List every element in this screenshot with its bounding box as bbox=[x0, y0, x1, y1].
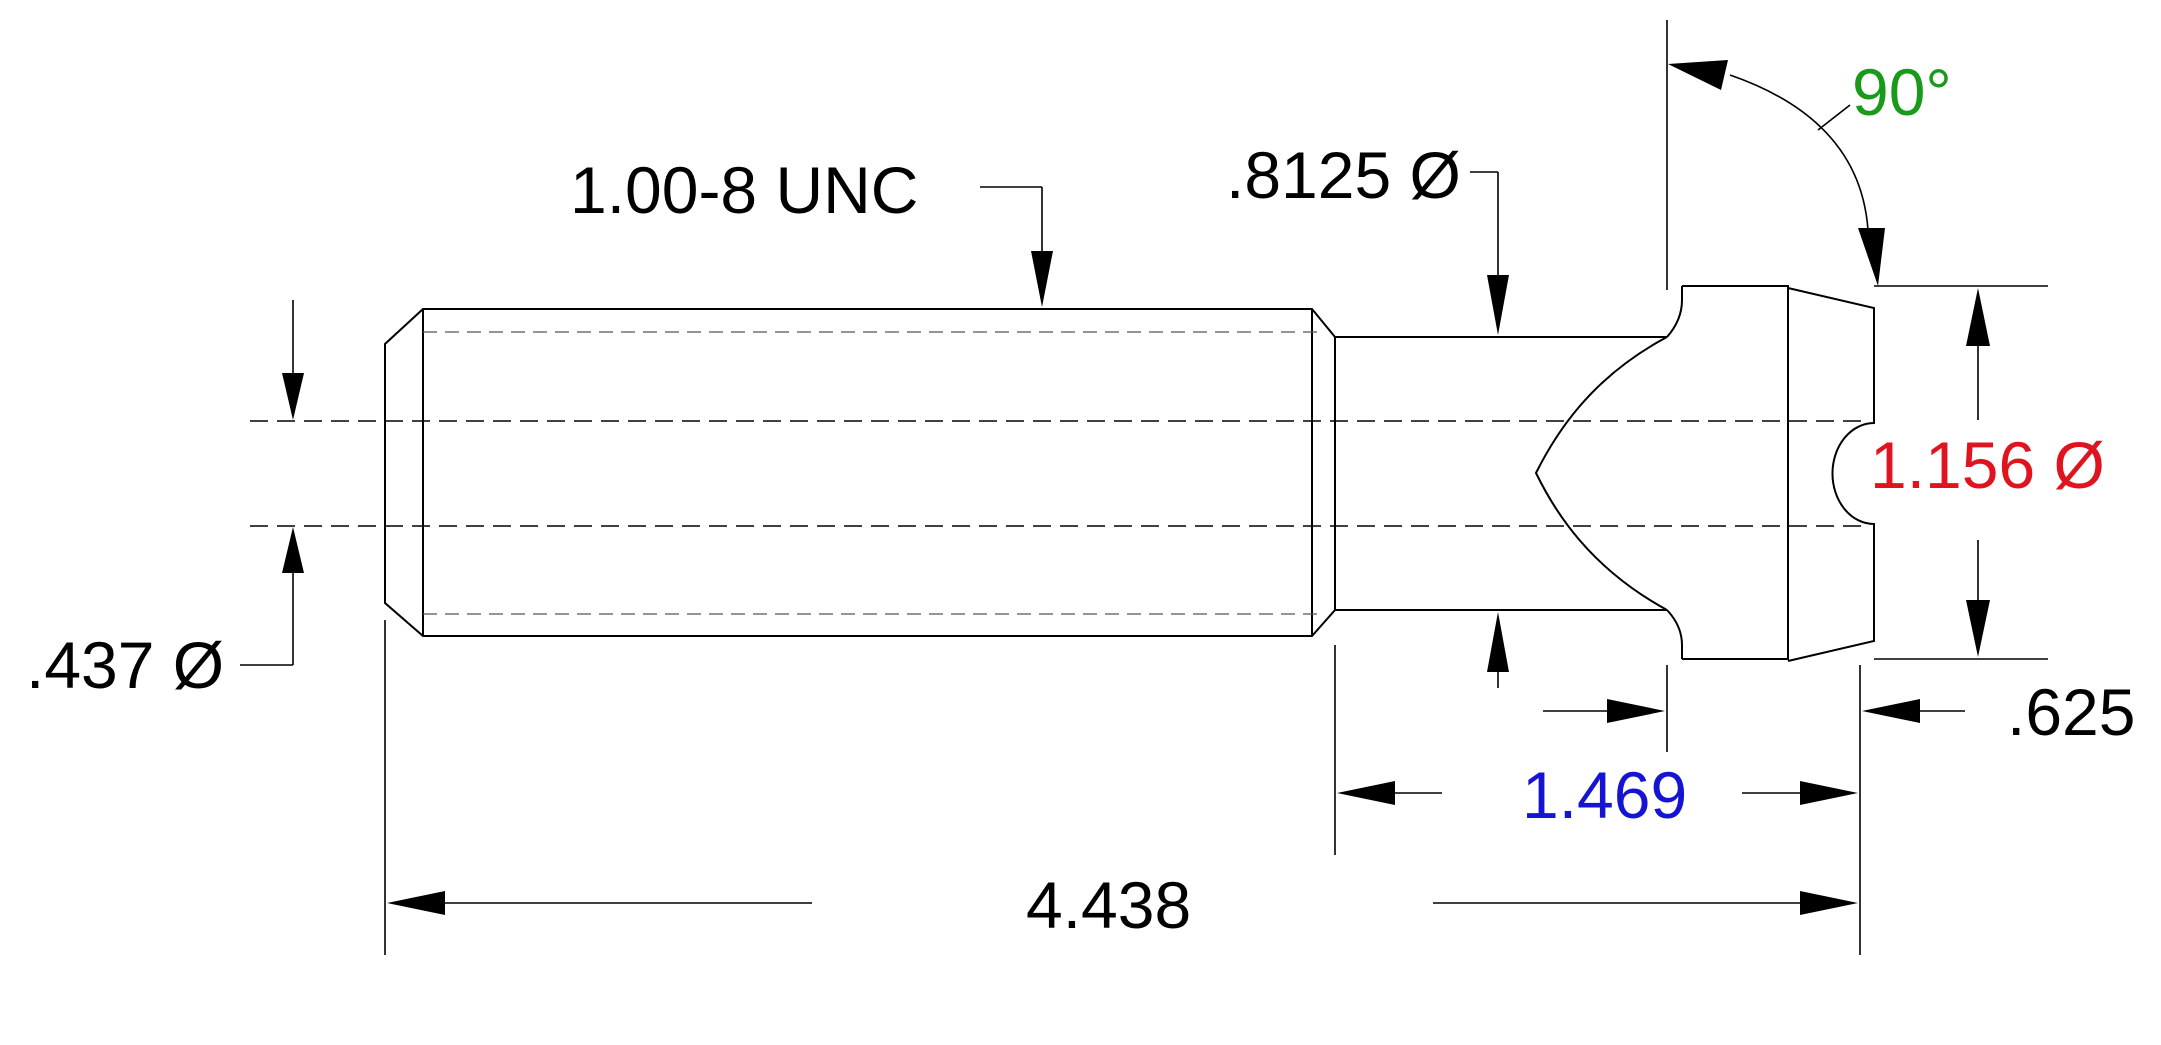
part-outline bbox=[384, 285, 1875, 662]
head-cone bbox=[1787, 287, 1875, 662]
neck-fillet-top bbox=[1666, 286, 1683, 338]
overall-arrow-right bbox=[1800, 891, 1858, 915]
threaded-shank-outline bbox=[384, 308, 1336, 637]
head-length-dimension: .625 bbox=[1543, 675, 2135, 749]
head-length-label: .625 bbox=[2007, 675, 2135, 749]
neck-length-arrow-right bbox=[1800, 781, 1858, 805]
angle-arrow-top bbox=[1668, 60, 1728, 90]
neck-fillet-bottom bbox=[1666, 609, 1683, 659]
neck-arrow-bottom bbox=[1487, 612, 1509, 672]
angle-leader bbox=[1817, 104, 1851, 131]
overall-length-label: 4.438 bbox=[1026, 868, 1191, 942]
angle-arrow-bottom bbox=[1858, 228, 1885, 286]
thread-arrow bbox=[1031, 251, 1053, 307]
bore-diameter-dimension: .437 Ø bbox=[26, 300, 304, 702]
bore-cone bbox=[1534, 336, 1668, 611]
thread-callout: 1.00-8 UNC bbox=[570, 153, 1053, 307]
neck-diameter-label: .8125 Ø bbox=[1226, 138, 1461, 212]
hidden-lines bbox=[250, 331, 1868, 615]
neck-length-arrow-left bbox=[1337, 781, 1395, 805]
neck-diameter-dimension: .8125 Ø bbox=[1226, 138, 1509, 688]
overall-length-dimension: 4.438 bbox=[387, 868, 1858, 942]
neck-arrow-top bbox=[1487, 275, 1509, 335]
head-arrow-bottom bbox=[1966, 600, 1990, 657]
head-length-arrow-left bbox=[1607, 699, 1665, 723]
neck-length-dimension: 1.469 bbox=[1337, 758, 1858, 832]
head-outline bbox=[1682, 285, 1789, 660]
head-diameter-label: 1.156 Ø bbox=[1870, 428, 2105, 502]
angle-label: 90° bbox=[1852, 55, 1952, 129]
angle-arc bbox=[1729, 74, 1869, 231]
bore-arrow-top bbox=[282, 373, 304, 420]
neck-length-label: 1.469 bbox=[1522, 758, 1687, 832]
head-diameter-dimension: 1.156 Ø bbox=[1870, 288, 2105, 657]
head-length-arrow-right bbox=[1862, 699, 1920, 723]
thread-callout-label: 1.00-8 UNC bbox=[570, 153, 918, 227]
head-arrow-top bbox=[1966, 288, 1990, 346]
angle-dimension: 90° bbox=[1668, 55, 1952, 286]
bore-diameter-label: .437 Ø bbox=[26, 628, 224, 702]
extension-lines bbox=[384, 20, 2048, 955]
bore-arrow-bottom bbox=[282, 527, 304, 573]
overall-arrow-left bbox=[387, 891, 445, 915]
